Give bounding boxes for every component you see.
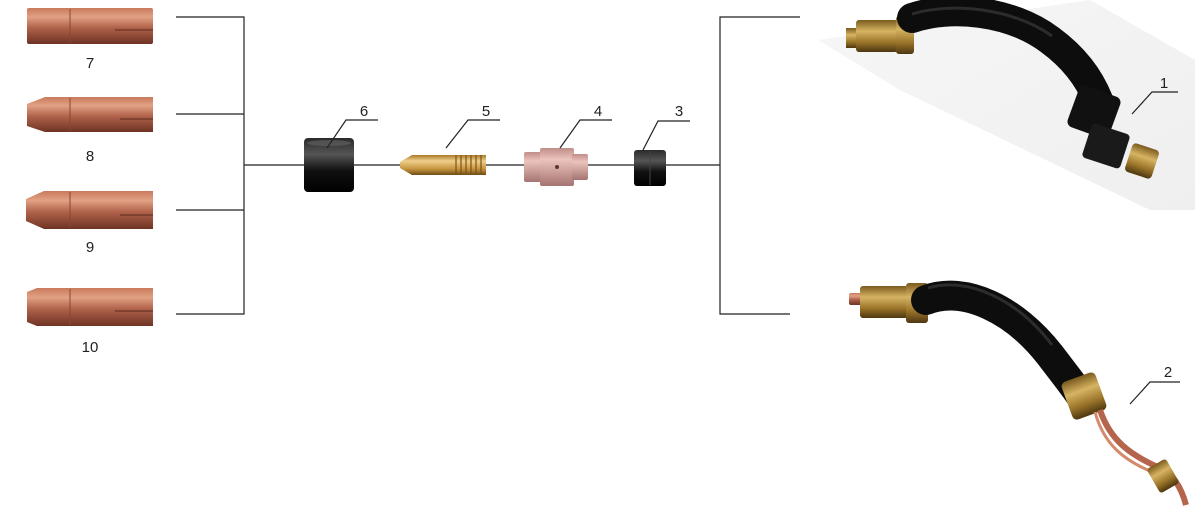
label-4: 4 (594, 103, 602, 120)
callouts-center: 6 5 4 3 (326, 103, 690, 151)
label-6: 6 (360, 103, 368, 120)
nozzle-icon (27, 288, 153, 326)
nozzle-icon (26, 191, 153, 229)
label-7: 7 (86, 55, 94, 72)
nozzle-7 (27, 8, 153, 44)
contact-tip-5 (400, 155, 486, 175)
nozzle-8 (27, 97, 153, 132)
label-3: 3 (675, 103, 683, 120)
label-5: 5 (482, 103, 490, 120)
ring-3 (634, 150, 666, 186)
gooseneck-2: 2 (849, 280, 1189, 506)
label-10: 10 (82, 339, 99, 356)
nozzle-10 (27, 288, 153, 326)
insulator-icon (304, 138, 354, 192)
diffuser-icon (524, 152, 542, 182)
right-bracket (719, 16, 800, 315)
diffuser-4 (524, 148, 588, 186)
gooseneck-1: 1 (818, 0, 1195, 210)
label-1: 1 (1160, 75, 1168, 92)
gooseneck-icon (856, 20, 898, 52)
nozzle-icon (27, 97, 153, 132)
label-9: 9 (86, 239, 94, 256)
gooseneck-icon (860, 286, 908, 318)
insulator-6 (304, 138, 354, 192)
tip-icon (400, 155, 452, 175)
nozzle-icon (27, 8, 153, 44)
label-8: 8 (86, 148, 94, 165)
nozzle-9 (26, 191, 153, 229)
label-2: 2 (1164, 364, 1172, 381)
